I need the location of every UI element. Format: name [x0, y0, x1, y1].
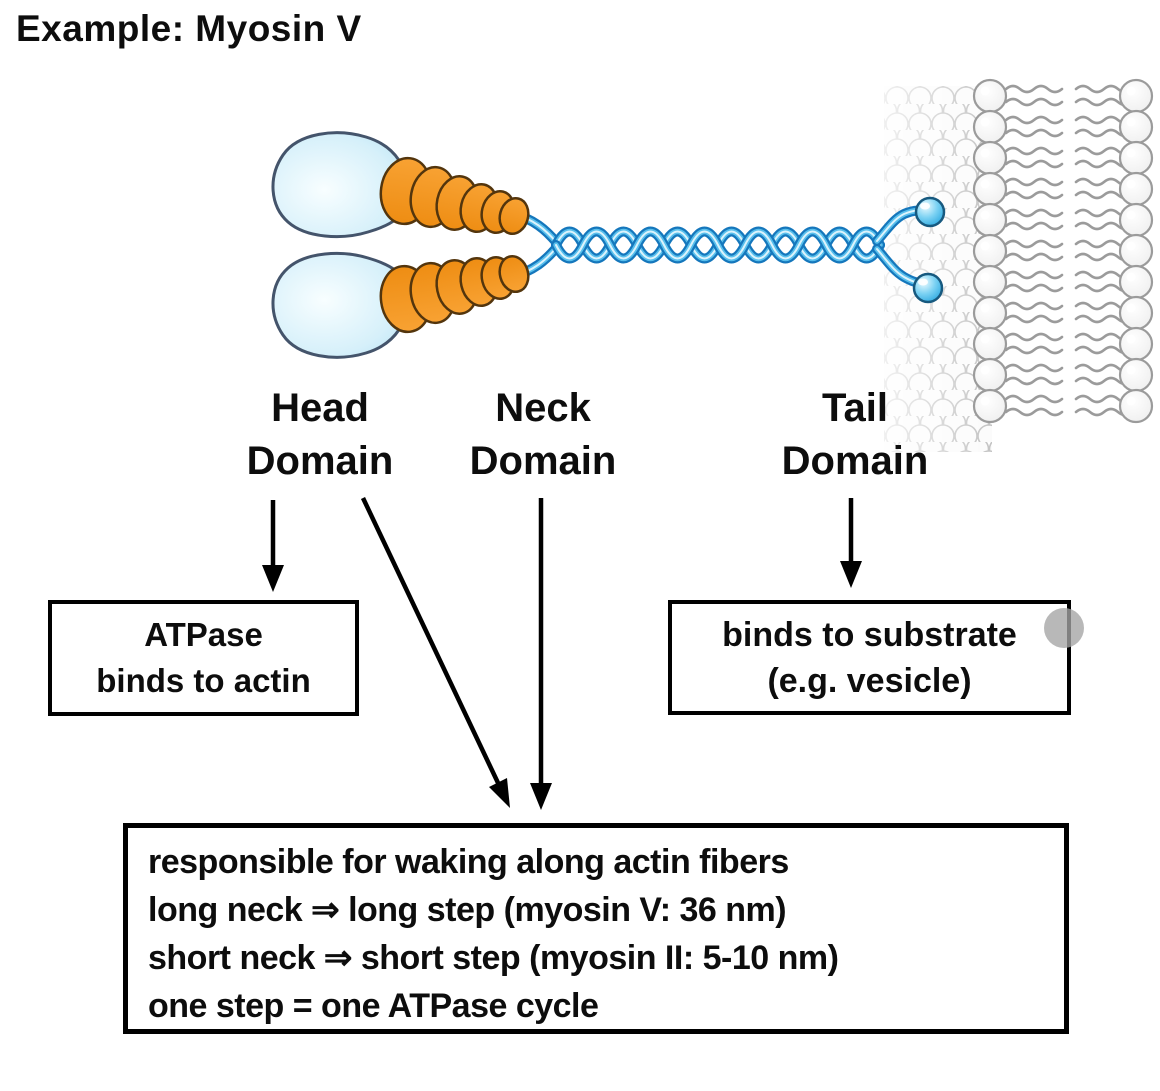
neck-function-box: responsible for waking along actin fiber… — [123, 823, 1069, 1034]
myosin-head-neck-upper — [273, 133, 557, 243]
myosin-head-neck-lower — [273, 247, 557, 357]
tail-function-line1: binds to substrate — [722, 615, 1017, 654]
arrow-head-to-box — [262, 500, 284, 592]
tail-domain-label-line2: Domain — [781, 439, 929, 483]
head-function-line2: binds to actin — [96, 662, 311, 699]
arrow-tail-to-box — [840, 498, 862, 588]
head-function-box: ATPase binds to actin — [48, 600, 359, 716]
arrow-head-diagonal-to-box — [360, 497, 510, 808]
head-domain-label: Head Domain — [190, 382, 450, 488]
neck-domain-label: Neck Domain — [413, 382, 673, 488]
page-title: Example: Myosin V — [16, 8, 362, 49]
lipid-bilayer-membrane-illustration — [884, 80, 1152, 452]
annotation-arrows — [262, 497, 862, 810]
head-function-line1: ATPase — [144, 616, 263, 653]
tail-function-line2: (e.g. vesicle) — [767, 661, 972, 700]
neck-domain-label-line2: Domain — [469, 439, 617, 483]
neck-function-line2: long neck ⇒ long step (myosin V: 36 nm) — [148, 891, 787, 929]
tail-domain-label: Tail Domain — [725, 382, 985, 488]
tail-domain-label-line1: Tail — [822, 386, 888, 430]
pointer-dot — [1044, 608, 1084, 648]
head-domain-label-line2: Domain — [246, 439, 394, 483]
tail-binding-spheres — [912, 196, 946, 304]
neck-domain-label-line1: Neck — [495, 386, 591, 430]
neck-function-line3: short neck ⇒ short step (myosin II: 5-10… — [148, 939, 839, 977]
myosin-v-molecule-illustration — [273, 133, 946, 357]
coiled-coil-tail — [551, 205, 926, 288]
neck-function-line4: one step = one ATPase cycle — [148, 987, 599, 1025]
arrow-neck-to-box — [530, 498, 552, 810]
head-domain-label-line1: Head — [271, 386, 369, 430]
tail-function-box: binds to substrate (e.g. vesicle) — [668, 600, 1071, 715]
neck-function-line1: responsible for waking along actin fiber… — [148, 843, 789, 881]
